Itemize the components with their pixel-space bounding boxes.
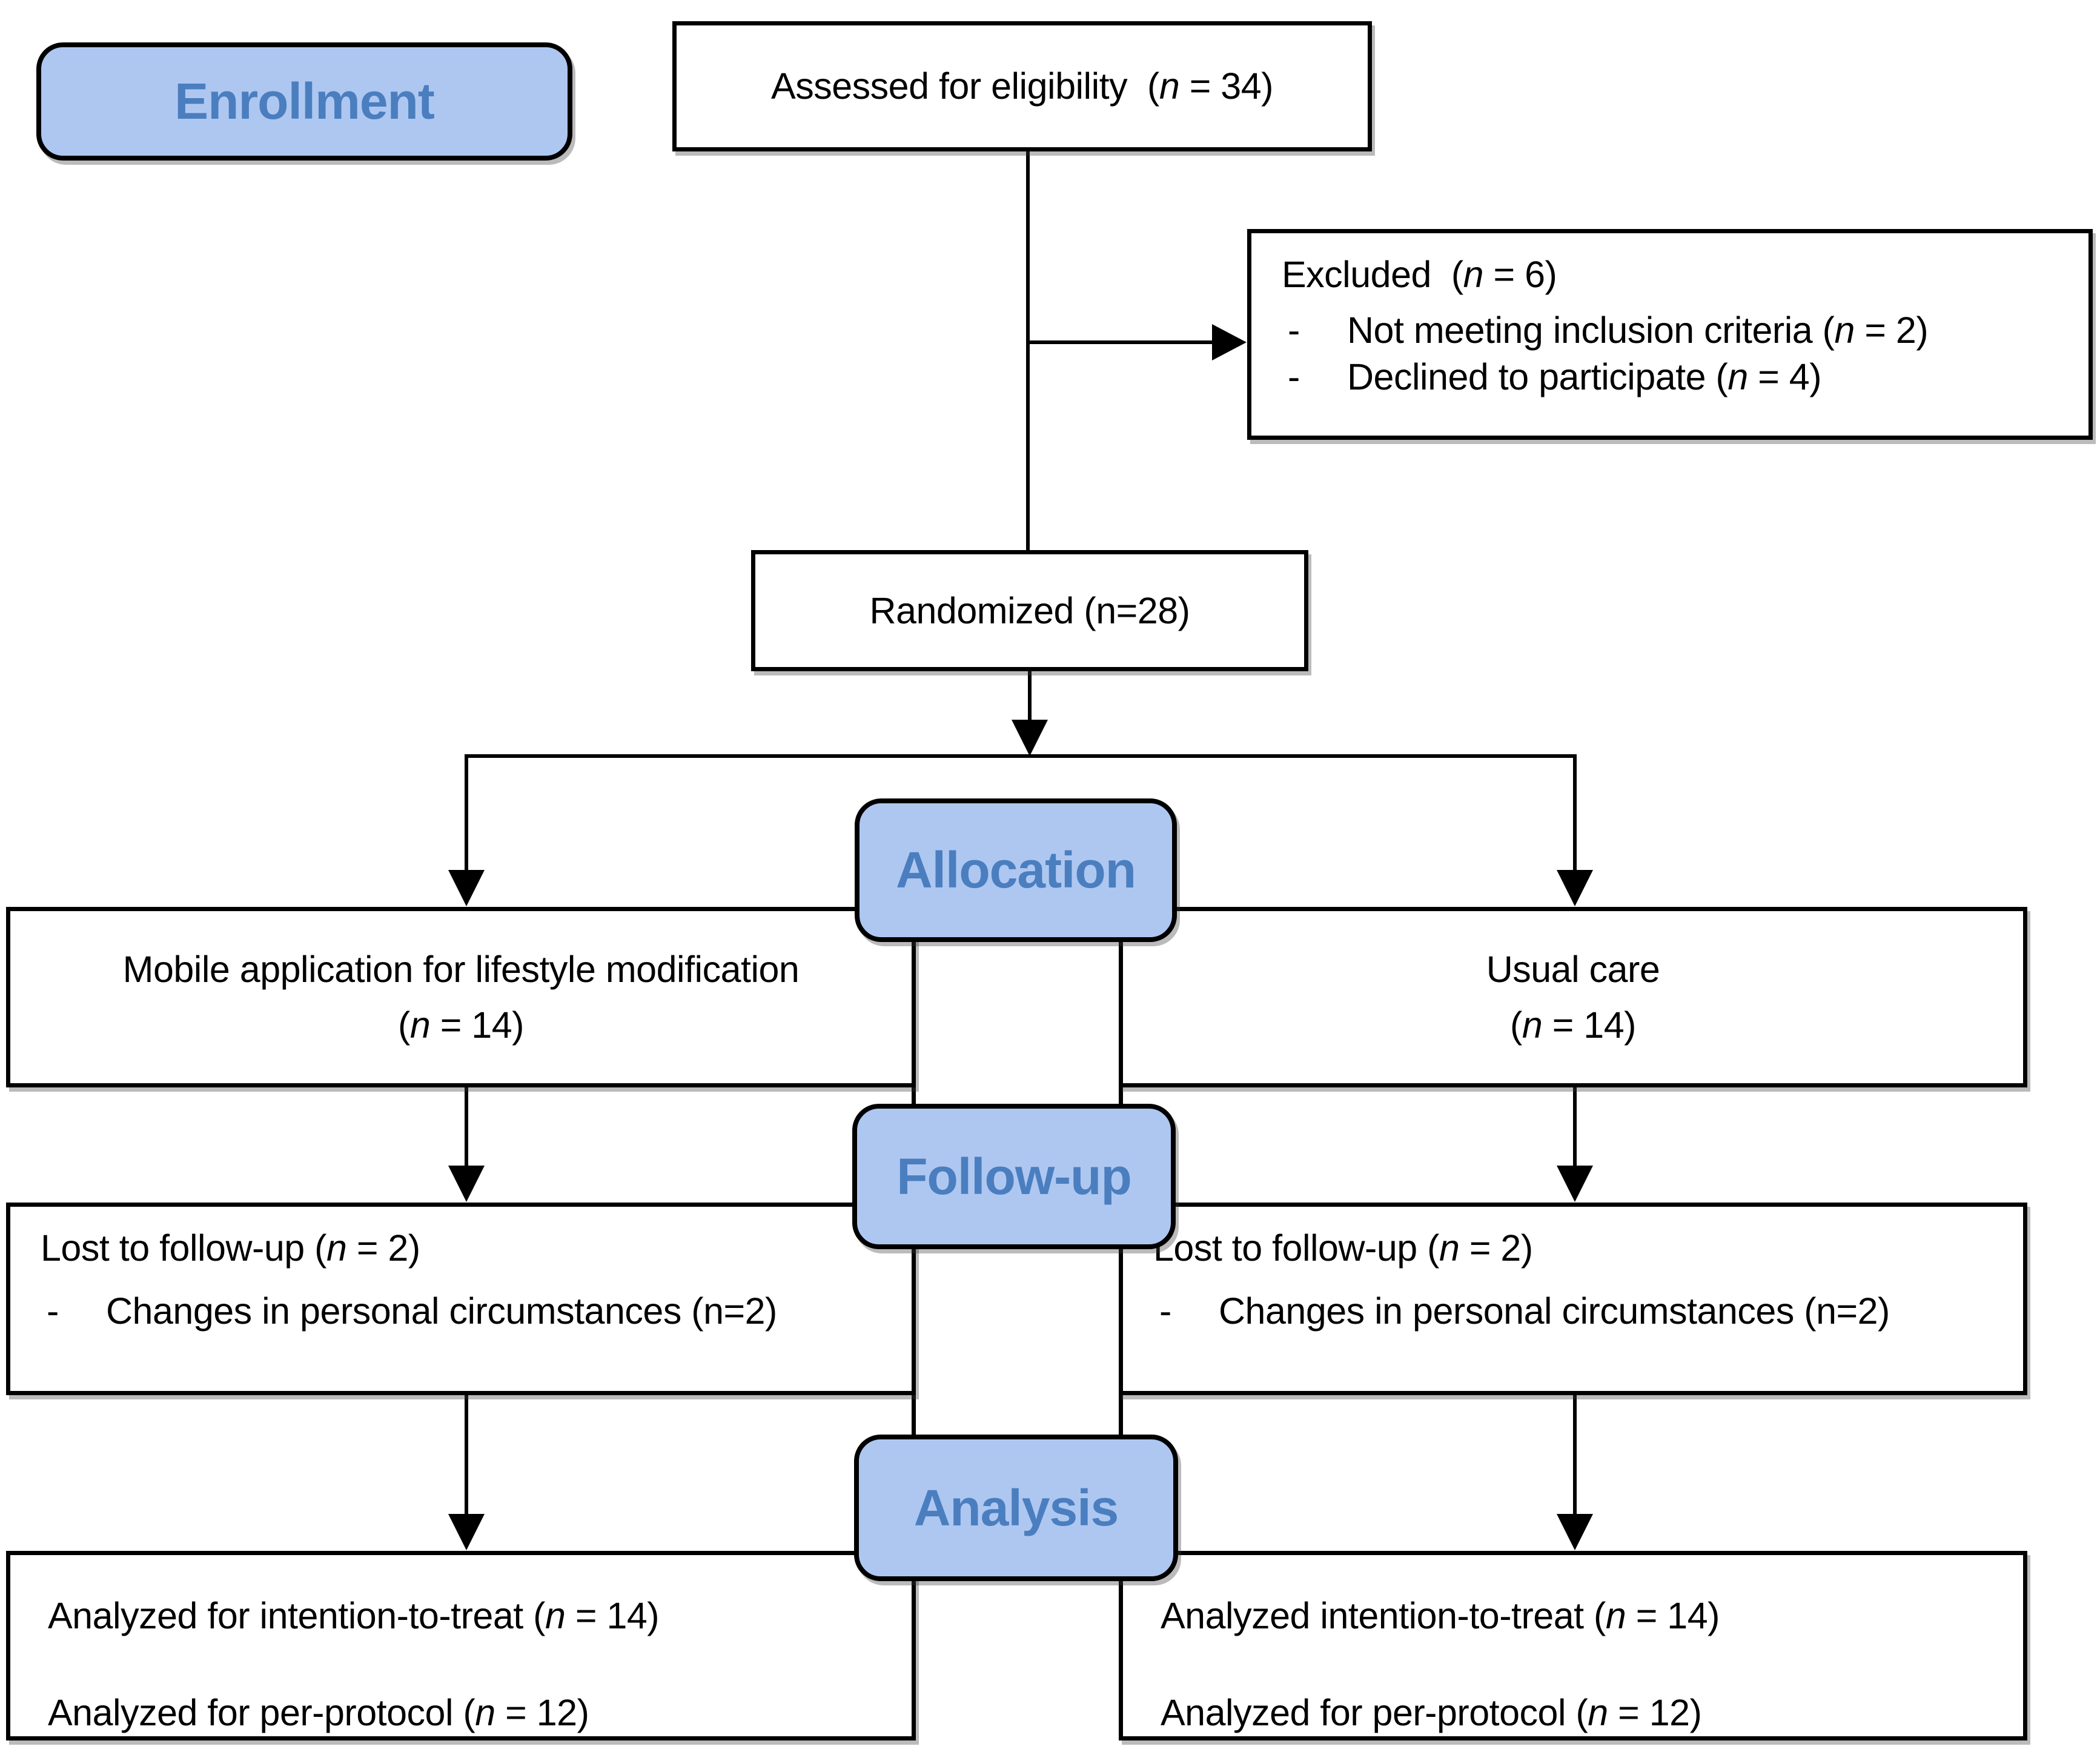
down-arrowhead-alloc-left bbox=[448, 870, 485, 906]
analysis-badge: Analysis bbox=[854, 1435, 1178, 1581]
connector-alloc-to-fu-left bbox=[465, 1087, 468, 1167]
analysis-right-line1: Analyzed intention-to-treat (n = 14) bbox=[1161, 1595, 1720, 1636]
followup-right-item: - Changes in personal circumstances (n=2… bbox=[1153, 1288, 2009, 1334]
bullet-dash: - bbox=[1288, 310, 1300, 351]
usual-care-allocation-line2: (n = 14) bbox=[1510, 1004, 1636, 1046]
followup-badge: Follow-up bbox=[852, 1104, 1176, 1249]
assessed-for-eligibility-box: Assessed for eligibility (n = 34) bbox=[672, 21, 1372, 151]
excluded-box: Excluded (n = 6) - Not meeting inclusion… bbox=[1247, 229, 2093, 440]
excluded-item-text: Declined to participate (n = 4) bbox=[1347, 356, 1822, 397]
followup-left-item: - Changes in personal circumstances (n=2… bbox=[41, 1288, 897, 1334]
followup-right-title: Lost to follow-up (n = 2) bbox=[1153, 1227, 1533, 1269]
connector-excluded-branch bbox=[1026, 340, 1217, 344]
down-arrowhead-analysis-right bbox=[1557, 1514, 1593, 1550]
connector-split-to-alloc-left bbox=[465, 754, 468, 871]
randomized-label: Randomized (n=28) bbox=[869, 589, 1190, 631]
down-arrowhead-fu-left bbox=[448, 1166, 485, 1202]
followup-left-item-text: Changes in personal circumstances (n=2) bbox=[106, 1290, 777, 1332]
followup-right-item-text: Changes in personal circumstances (n=2) bbox=[1219, 1290, 1890, 1332]
excluded-item: - Declined to participate (n = 4) bbox=[1282, 354, 2074, 400]
allocation-badge: Allocation bbox=[855, 798, 1177, 942]
analysis-right-line2: Analyzed for per-protocol (n = 12) bbox=[1161, 1692, 1702, 1734]
bullet-dash: - bbox=[1159, 1290, 1171, 1332]
down-arrowhead-split bbox=[1012, 720, 1048, 756]
allocation-badge-label: Allocation bbox=[895, 841, 1136, 898]
down-arrowhead-alloc-right bbox=[1557, 870, 1593, 906]
connector-randomized-down bbox=[1028, 669, 1032, 721]
connector-alloc-to-fu-right bbox=[1573, 1087, 1577, 1167]
excluded-title: Excluded (n = 6) bbox=[1282, 254, 1557, 295]
intervention-followup-box: Lost to follow-up (n = 2) - Changes in p… bbox=[6, 1203, 916, 1395]
enrollment-badge-label: Enrollment bbox=[174, 73, 435, 130]
enrollment-badge: Enrollment bbox=[36, 42, 572, 161]
followup-badge-label: Follow-up bbox=[896, 1147, 1132, 1205]
connector-split-horizontal bbox=[465, 754, 1577, 758]
intervention-allocation-line2: (n = 14) bbox=[398, 1004, 524, 1046]
usual-care-allocation-box: Usual care (n = 14) bbox=[1119, 907, 2027, 1087]
down-arrowhead-fu-right bbox=[1557, 1166, 1593, 1202]
down-arrowhead-analysis-left bbox=[448, 1514, 485, 1550]
intervention-analysis-box: Analyzed for intention-to-treat (n = 14)… bbox=[6, 1551, 916, 1740]
connector-split-to-alloc-right bbox=[1573, 754, 1577, 871]
bullet-dash: - bbox=[1288, 356, 1300, 397]
analysis-left-line2: Analyzed for per-protocol (n = 12) bbox=[48, 1692, 589, 1734]
connector-fu-to-analysis-right bbox=[1573, 1395, 1577, 1515]
usual-care-analysis-box: Analyzed intention-to-treat (n = 14) Ana… bbox=[1119, 1551, 2027, 1740]
analysis-badge-label: Analysis bbox=[913, 1479, 1119, 1536]
assessed-label: Assessed for eligibility (n = 34) bbox=[771, 65, 1273, 107]
excluded-item-text: Not meeting inclusion criteria (n = 2) bbox=[1347, 310, 1929, 351]
intervention-allocation-box: Mobile application for lifestyle modific… bbox=[6, 907, 916, 1087]
followup-left-title: Lost to follow-up (n = 2) bbox=[41, 1227, 420, 1269]
randomized-box: Randomized (n=28) bbox=[751, 550, 1308, 671]
right-arrowhead-excluded bbox=[1212, 324, 1247, 360]
connector-assessed-to-randomized bbox=[1026, 150, 1030, 551]
excluded-item: - Not meeting inclusion criteria (n = 2) bbox=[1282, 307, 2074, 353]
intervention-allocation-line1: Mobile application for lifestyle modific… bbox=[122, 948, 800, 990]
usual-care-allocation-line1: Usual care bbox=[1486, 948, 1660, 990]
usual-care-followup-box: Lost to follow-up (n = 2) - Changes in p… bbox=[1119, 1203, 2027, 1395]
connector-fu-to-analysis-left bbox=[465, 1395, 468, 1515]
bullet-dash: - bbox=[47, 1290, 59, 1332]
analysis-left-line1: Analyzed for intention-to-treat (n = 14) bbox=[48, 1595, 660, 1636]
